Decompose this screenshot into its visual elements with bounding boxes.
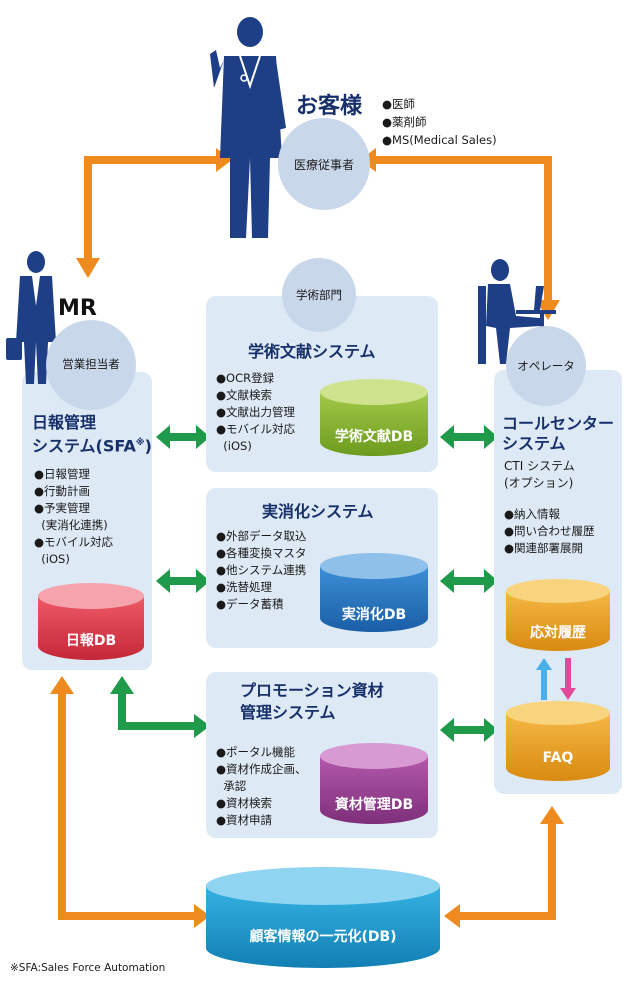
mr-system-title-line2: システム(SFA※) xyxy=(32,433,152,456)
list-item: (iOS) xyxy=(34,552,70,566)
footnote: ※SFA:Sales Force Automation xyxy=(10,962,166,974)
operator-circle-label: オペレータ xyxy=(517,359,575,373)
list-item: ●問い合わせ履歴 xyxy=(504,524,595,538)
mr-circle-label: 営業担当者 xyxy=(62,357,120,371)
callcenter-subtitle-line2: (オプション) xyxy=(504,476,574,490)
db-cylinder-shape xyxy=(506,579,610,651)
list-item: ●他システム連携 xyxy=(216,563,307,577)
mr-db-cylinder: 日報DB xyxy=(36,582,146,662)
academic-db-cylinder: 学術文献DB xyxy=(318,378,430,458)
list-item: ●OCR登録 xyxy=(216,371,275,385)
list-item: ●モバイル対応 xyxy=(34,535,114,549)
promotion-db-cylinder: 資材管理DB xyxy=(318,742,430,826)
list-item: ●データ蓄積 xyxy=(216,597,284,611)
mr-system-title: 日報管理 システム(SFA※) xyxy=(32,412,152,456)
green-arrow-mr-academic xyxy=(156,425,210,449)
list-item: ●予実管理 xyxy=(34,501,91,515)
green-arrow-academic-callcenter xyxy=(440,425,498,449)
list-item: ●資材検索 xyxy=(216,796,273,810)
promotion-title: プロモーション資材 管理システム xyxy=(240,680,384,724)
list-item: (iOS) xyxy=(216,439,252,453)
consumption-db-cylinder: 実消化DB xyxy=(318,552,430,634)
central-db-cylinder: 顧客情報の一元化(DB) xyxy=(204,866,442,970)
list-item: ●モバイル対応 xyxy=(216,422,296,436)
promotion-list: ●ポータル機能 ●資材作成企画、 承認 ●資材検索 ●資材申請 xyxy=(216,744,307,829)
callcenter-db1-cylinder: 応対履歴 xyxy=(504,578,612,652)
consumption-title: 実消化システム xyxy=(262,502,374,521)
academic-db-label: 学術文献DB xyxy=(334,429,414,445)
db-cylinder-shape xyxy=(206,867,440,968)
customer-title: お客様 xyxy=(296,94,363,119)
list-item: ●行動計画 xyxy=(34,484,91,498)
callcenter-title-line1: コールセンター xyxy=(502,414,615,433)
list-item: (実消化連携) xyxy=(34,518,108,532)
up-arrow-icon xyxy=(536,658,552,700)
db-cylinder-shape xyxy=(320,743,428,824)
list-item: ●洗替処理 xyxy=(216,580,273,594)
callcenter-title: コールセンター システム xyxy=(502,414,614,454)
list-item: ●薬剤師 xyxy=(382,115,427,129)
list-item: ●資材申請 xyxy=(216,813,273,827)
mr-db-label: 日報DB xyxy=(65,633,117,649)
customer-list: ●医師 ●薬剤師 ●MS(Medical Sales) xyxy=(382,95,497,149)
academic-circle-label: 学術部門 xyxy=(296,288,342,302)
orange-arrow-callcenter-central xyxy=(444,806,564,928)
mr-system-title-close: ) xyxy=(144,436,152,456)
callcenter-title-line2: システム xyxy=(502,434,566,453)
list-item: ●納入情報 xyxy=(504,507,561,521)
promotion-title-line2: 管理システム xyxy=(240,703,336,722)
db-cylinder-shape xyxy=(506,701,610,781)
mr-system-title-line1: 日報管理 xyxy=(32,413,97,432)
customer-circle-label: 医療従事者 xyxy=(293,157,354,172)
green-arrow-mr-promotion xyxy=(110,676,210,738)
callcenter-db1-label: 応対履歴 xyxy=(530,625,586,641)
academic-list: ●OCR登録 ●文献検索 ●文献出力管理 ●モバイル対応 (iOS) xyxy=(216,370,295,455)
db-cylinder-shape xyxy=(38,583,144,660)
academic-circle: 学術部門 xyxy=(282,258,356,332)
list-item: ●関連部署展開 xyxy=(504,541,584,555)
list-item: ●各種変換マスタ xyxy=(216,546,307,560)
consumption-list: ●外部データ取込 ●各種変換マスタ ●他システム連携 ●洗替処理 ●データ蓄積 xyxy=(216,528,307,613)
orange-arrow-mr-central xyxy=(50,676,210,928)
mr-title: MR xyxy=(58,296,97,321)
list-item: ●外部データ取込 xyxy=(216,529,307,543)
mr-list: ●日報管理 ●行動計画 ●予実管理 (実消化連携) ●モバイル対応 (iOS) xyxy=(34,466,113,568)
list-item: ●文献出力管理 xyxy=(216,405,296,419)
green-arrow-promotion-callcenter xyxy=(440,718,498,742)
orange-arrow-customer-mr xyxy=(76,148,232,278)
list-item: ●ポータル機能 xyxy=(216,745,296,759)
list-item: ●日報管理 xyxy=(34,467,91,481)
list-item: ●医師 xyxy=(382,97,416,111)
doctor-figure xyxy=(210,17,286,238)
list-item: ●文献検索 xyxy=(216,388,273,402)
down-arrow-icon xyxy=(560,658,576,700)
mr-system-title-text: システム(SFA xyxy=(32,436,136,456)
promotion-title-line1: プロモーション資材 xyxy=(240,681,384,700)
callcenter-db2-label: FAQ xyxy=(542,750,574,766)
list-item: ●資材作成企画、 xyxy=(216,762,307,776)
list-item: ●MS(Medical Sales) xyxy=(382,133,497,147)
callcenter-subtitle-line1: CTI システム xyxy=(504,459,575,473)
academic-title: 学術文献システム xyxy=(248,342,376,361)
operator-circle: オペレータ xyxy=(506,326,586,406)
green-arrow-mr-consumption xyxy=(156,569,210,593)
db-cylinder-shape xyxy=(320,553,428,632)
promotion-db-label: 資材管理DB xyxy=(334,797,414,813)
central-db-label: 顧客情報の一元化(DB) xyxy=(249,929,397,945)
callcenter-subtitle: CTI システム (オプション) xyxy=(504,458,575,492)
callcenter-list: ●納入情報 ●問い合わせ履歴 ●関連部署展開 xyxy=(504,506,595,557)
footnote-mark: ※ xyxy=(135,438,145,448)
green-arrow-consumption-callcenter xyxy=(440,569,498,593)
db-cylinder-shape xyxy=(320,379,428,456)
mr-circle: 営業担当者 xyxy=(46,320,136,410)
list-item: 承認 xyxy=(216,779,247,793)
consumption-db-label: 実消化DB xyxy=(341,607,407,623)
callcenter-db2-cylinder: FAQ xyxy=(504,700,612,782)
customer-circle: 医療従事者 xyxy=(278,118,370,210)
